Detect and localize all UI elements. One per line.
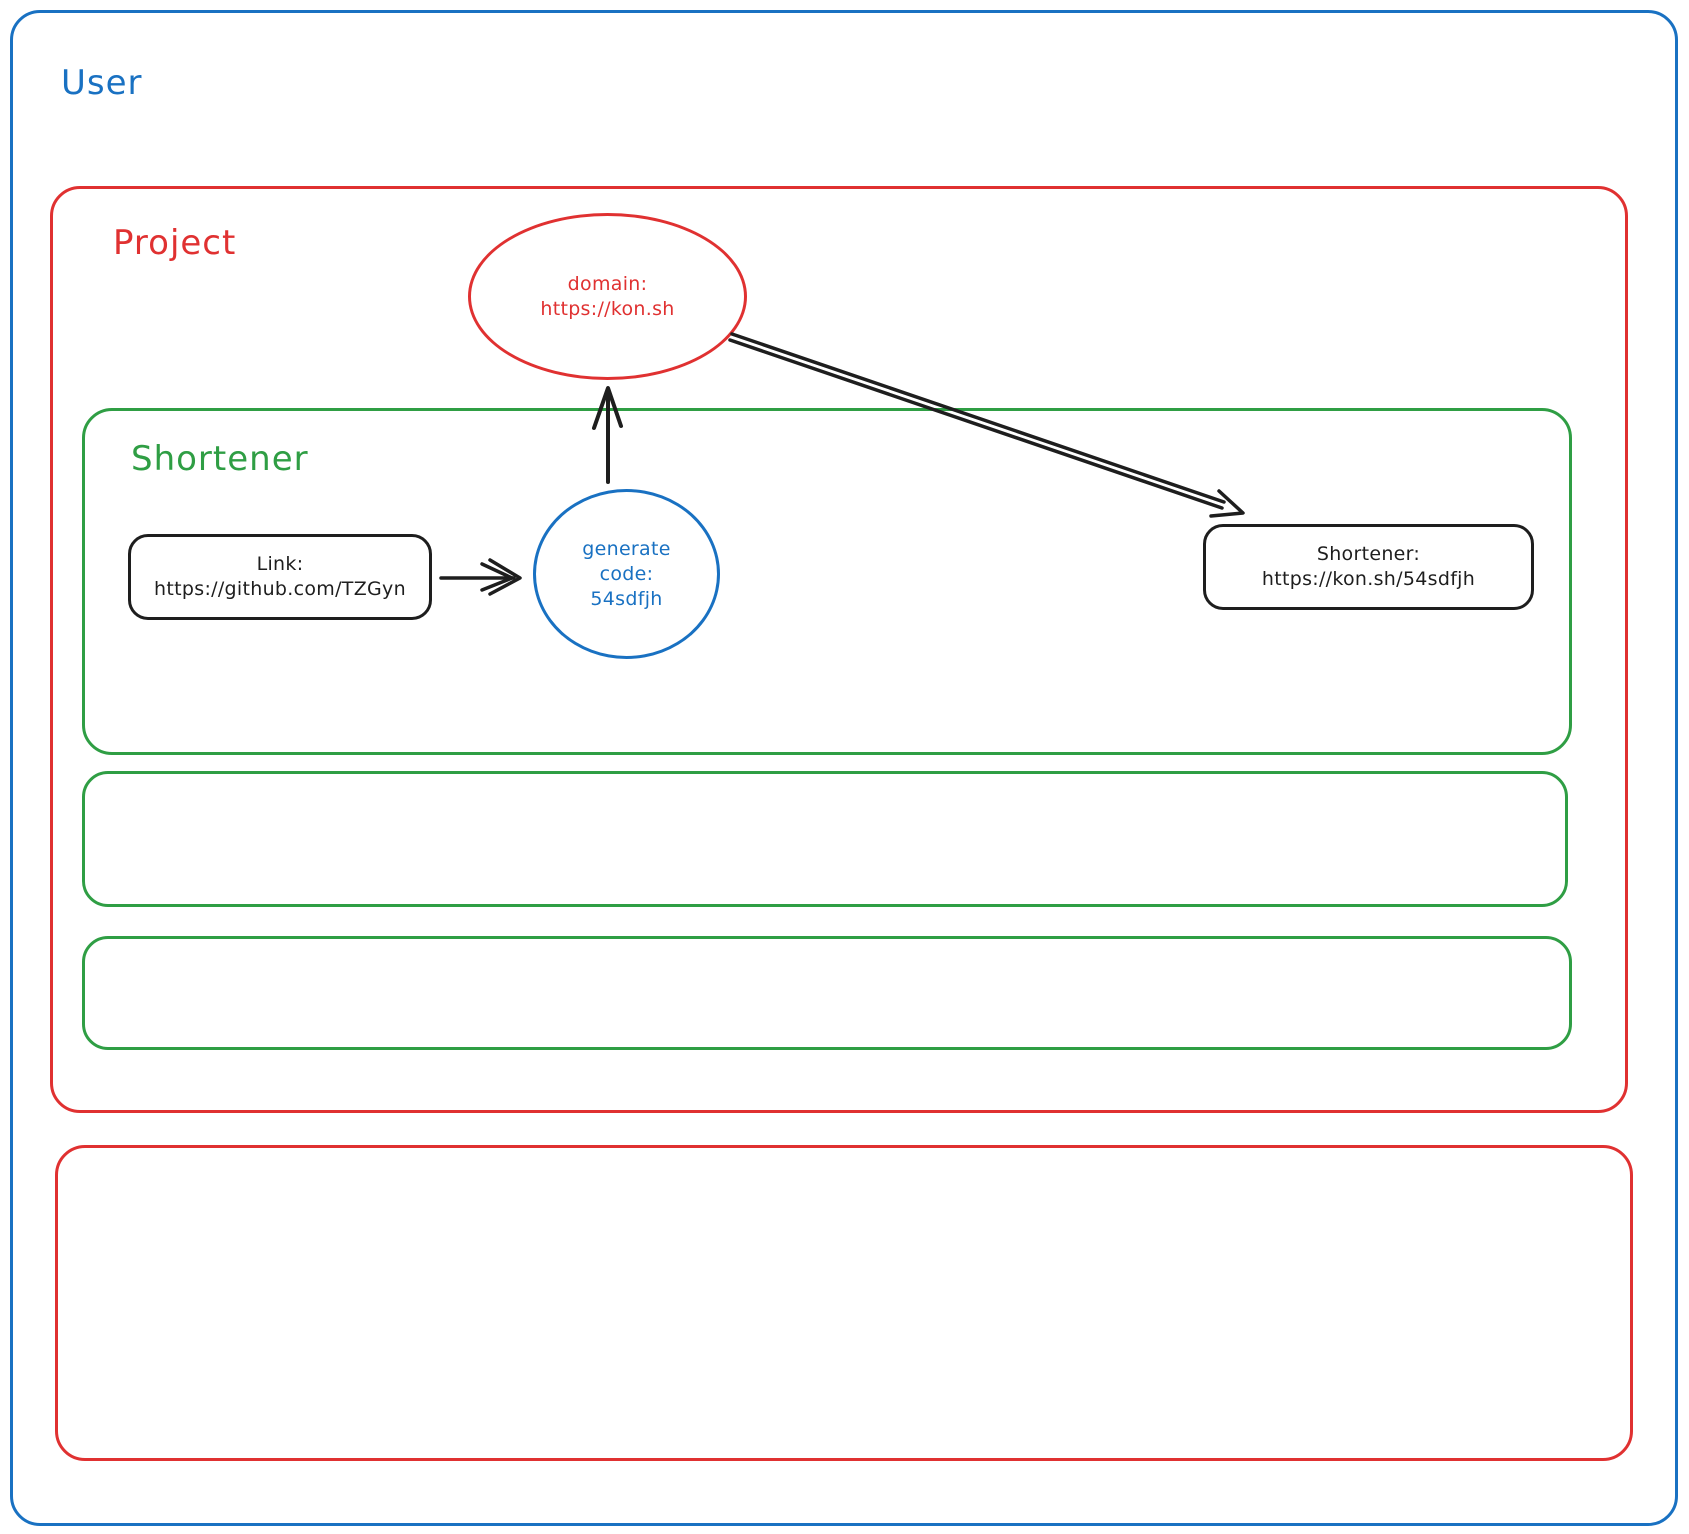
generate-code-line: generate	[582, 537, 671, 560]
shortener-result-line: Shortener:	[1316, 543, 1421, 565]
domain-ellipse-line: domain:	[567, 272, 648, 295]
generate-code-line: code:	[599, 562, 654, 585]
empty-red-panel	[55, 1145, 1633, 1461]
project-label: Project	[113, 223, 237, 263]
project-group: Project	[50, 186, 1628, 1113]
shortener-result-line: https://kon.sh/54sdfjh	[1261, 568, 1476, 590]
user-group: User	[10, 10, 1678, 1526]
link-box-line: Link:	[256, 553, 304, 575]
domain-ellipse: domain: https://kon.sh	[468, 213, 747, 380]
generate-code-circle: generate code: 54sdfjh	[533, 489, 720, 659]
shortener-label: Shortener	[131, 439, 309, 479]
empty-green-row-2	[82, 936, 1572, 1050]
generate-code-line: 54sdfjh	[590, 587, 663, 610]
link-box: Link: https://github.com/TZGyn	[128, 534, 432, 620]
empty-green-row-1	[82, 771, 1568, 907]
shortener-result-box: Shortener: https://kon.sh/54sdfjh	[1203, 524, 1534, 610]
link-box-line: https://github.com/TZGyn	[154, 578, 406, 600]
domain-ellipse-line: https://kon.sh	[540, 297, 675, 320]
user-label: User	[61, 63, 143, 103]
